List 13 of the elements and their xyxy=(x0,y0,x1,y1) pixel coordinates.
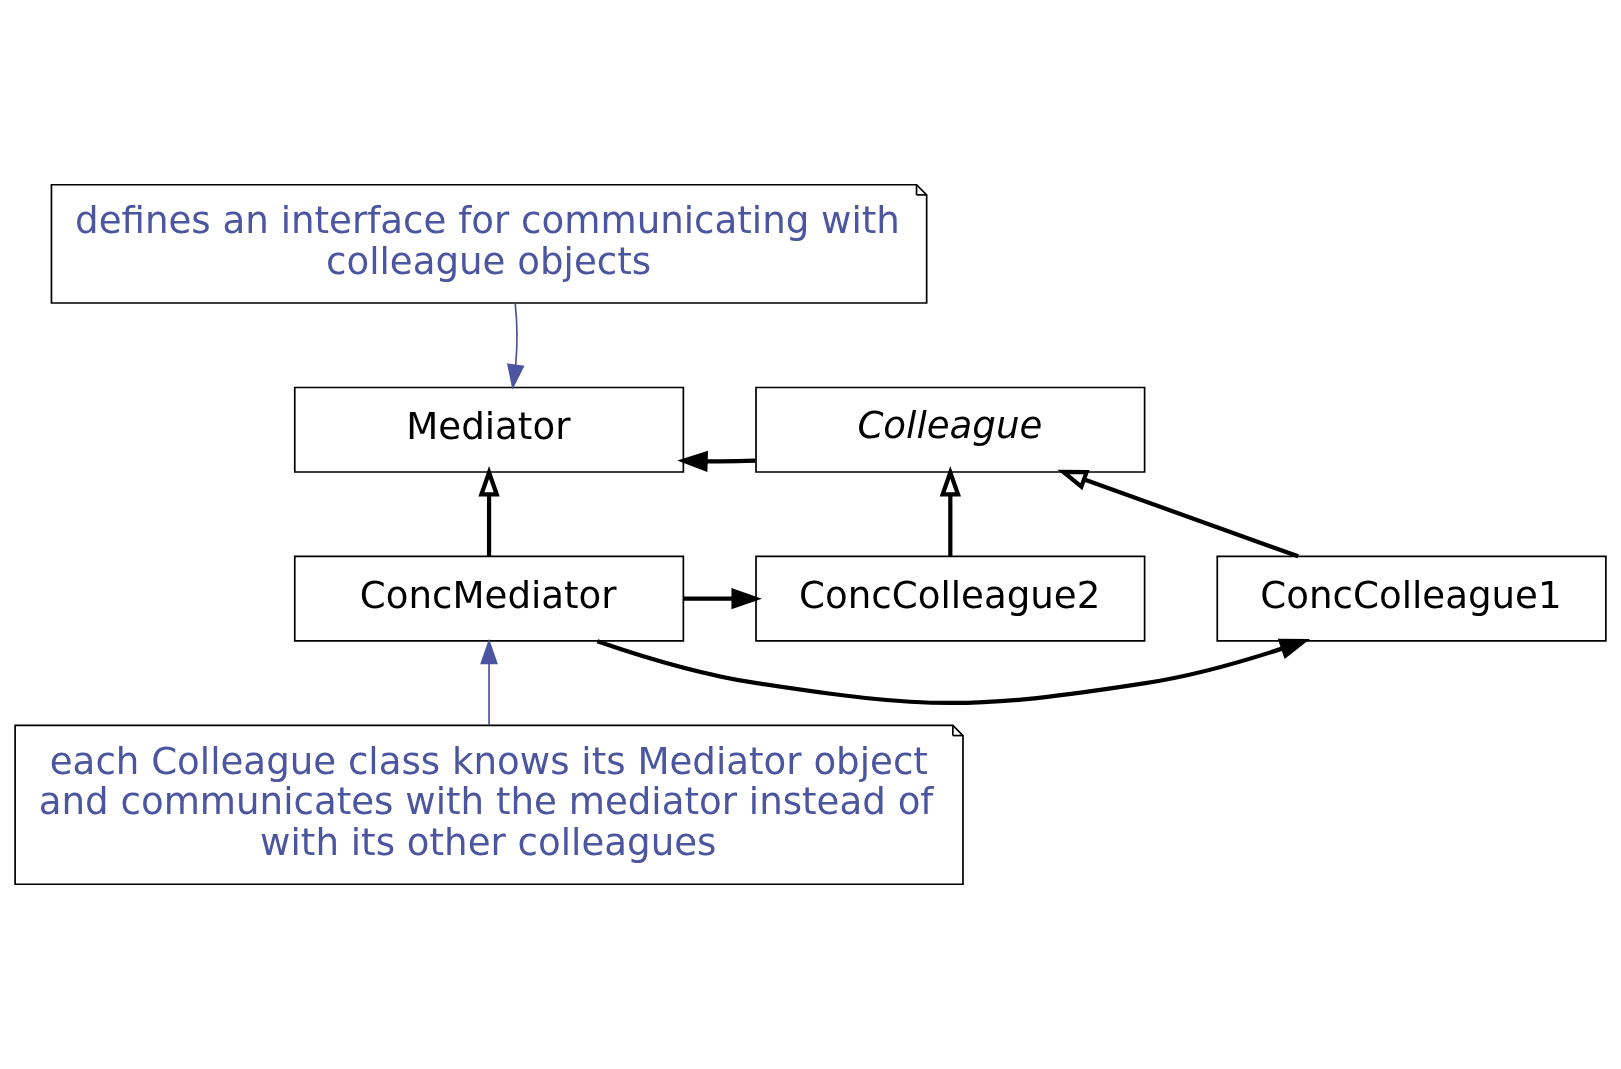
node-box: ConcColleague1 xyxy=(1216,555,1607,642)
arrow xyxy=(939,466,961,557)
node-box: ConcMediator xyxy=(293,555,685,642)
arrow xyxy=(478,466,500,557)
arrow xyxy=(480,638,498,727)
arrow xyxy=(677,450,756,472)
arrow xyxy=(596,638,1310,706)
node-box: ConcColleague2 xyxy=(755,555,1146,642)
arrow xyxy=(1057,469,1299,559)
node-box: Colleague xyxy=(755,386,1146,473)
node-box: Mediator xyxy=(293,386,685,473)
arrow xyxy=(683,588,762,610)
arrow xyxy=(507,302,525,390)
